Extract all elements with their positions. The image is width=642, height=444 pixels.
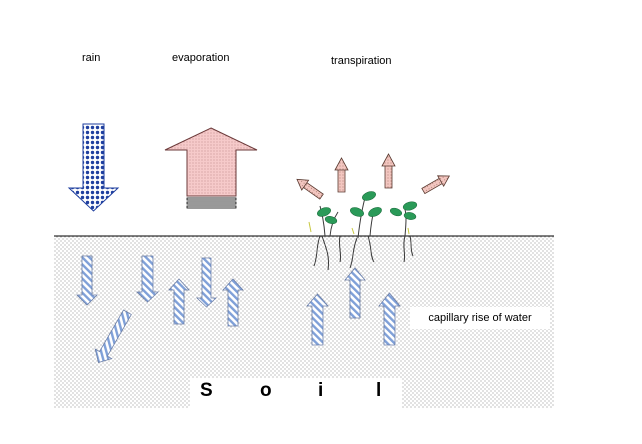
leaf [368, 207, 382, 217]
plants [308, 191, 418, 271]
water-up-arrow-icon [168, 278, 190, 325]
transpiration-arrow-icon [334, 157, 349, 193]
soil-label: S o i l [190, 378, 402, 408]
transpiration-arrow-icon [296, 178, 324, 200]
water-up-arrow-icon [222, 278, 244, 327]
leaf [403, 212, 417, 220]
water-up-arrow-icon [306, 293, 329, 346]
transpiration-arrow-icon [381, 153, 396, 189]
leaf [402, 201, 418, 211]
label-evaporation: evaporation [172, 52, 230, 64]
water-down-arrow-icon [136, 255, 159, 303]
soil-letter: l [376, 380, 382, 401]
leaf [389, 207, 403, 217]
water-up-arrow-icon [344, 267, 366, 319]
label-rain: rain [82, 52, 101, 64]
label-capillary-rise: capillary rise of water [410, 307, 550, 329]
label-transpiration: transpiration [331, 55, 392, 67]
water-down-arrow-icon [76, 255, 98, 306]
leaf [324, 216, 338, 224]
soil-letter: i [318, 380, 324, 401]
transpiration-arrows [296, 153, 450, 200]
leaf [317, 207, 331, 217]
soil-letter: o [260, 380, 272, 401]
water-arrows [76, 255, 401, 364]
evaporation-arrow-icon [164, 127, 258, 209]
transpiration-arrow-icon [421, 175, 450, 195]
rain-arrow-icon [67, 123, 120, 212]
water-bent-arrow-icon [195, 257, 218, 308]
water-up-arrow-icon [378, 292, 401, 346]
leaf [362, 191, 376, 201]
leaf [350, 207, 364, 217]
water-down-arrow-icon [94, 309, 132, 364]
soil-letter: S [200, 380, 213, 401]
